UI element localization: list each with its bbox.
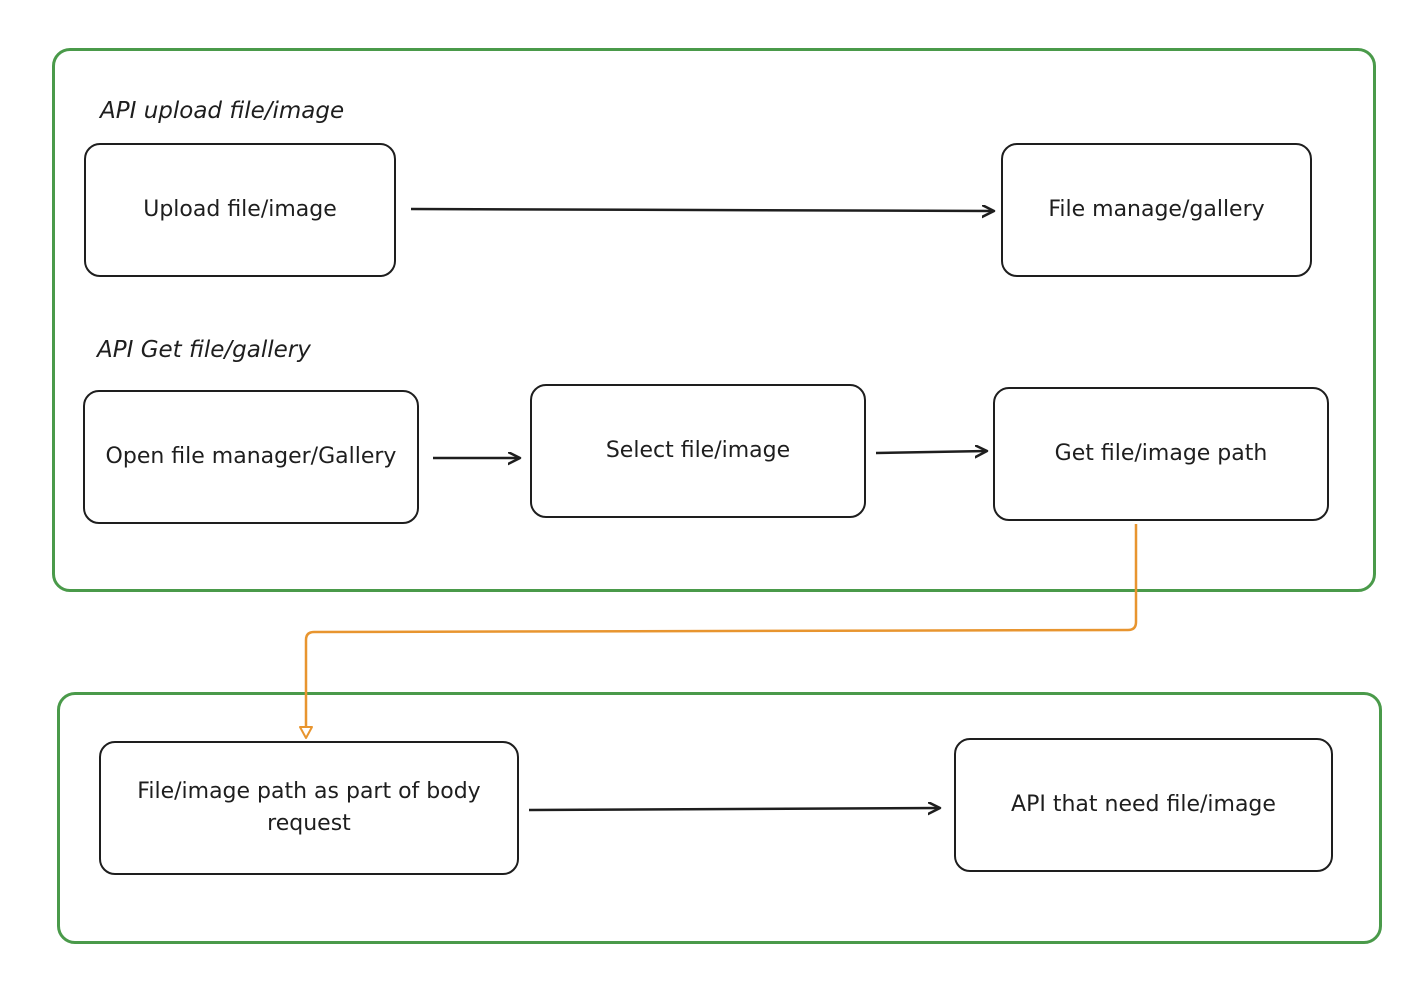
node-api-need-file[interactable]: API that need file/image [954,738,1333,872]
label-api-upload: API upload file/image [100,98,345,124]
node-get-file-path[interactable]: Get file/image path [993,387,1329,521]
node-select-file[interactable]: Select file/image [530,384,866,518]
label-api-get: API Get file/gallery [97,337,311,363]
node-body-request[interactable]: File/image path as part of body request [99,741,519,875]
node-file-manage-gallery[interactable]: File manage/gallery [1001,143,1312,277]
node-open-file-manager[interactable]: Open file manager/Gallery [83,390,419,524]
node-upload-file[interactable]: Upload file/image [84,143,396,277]
